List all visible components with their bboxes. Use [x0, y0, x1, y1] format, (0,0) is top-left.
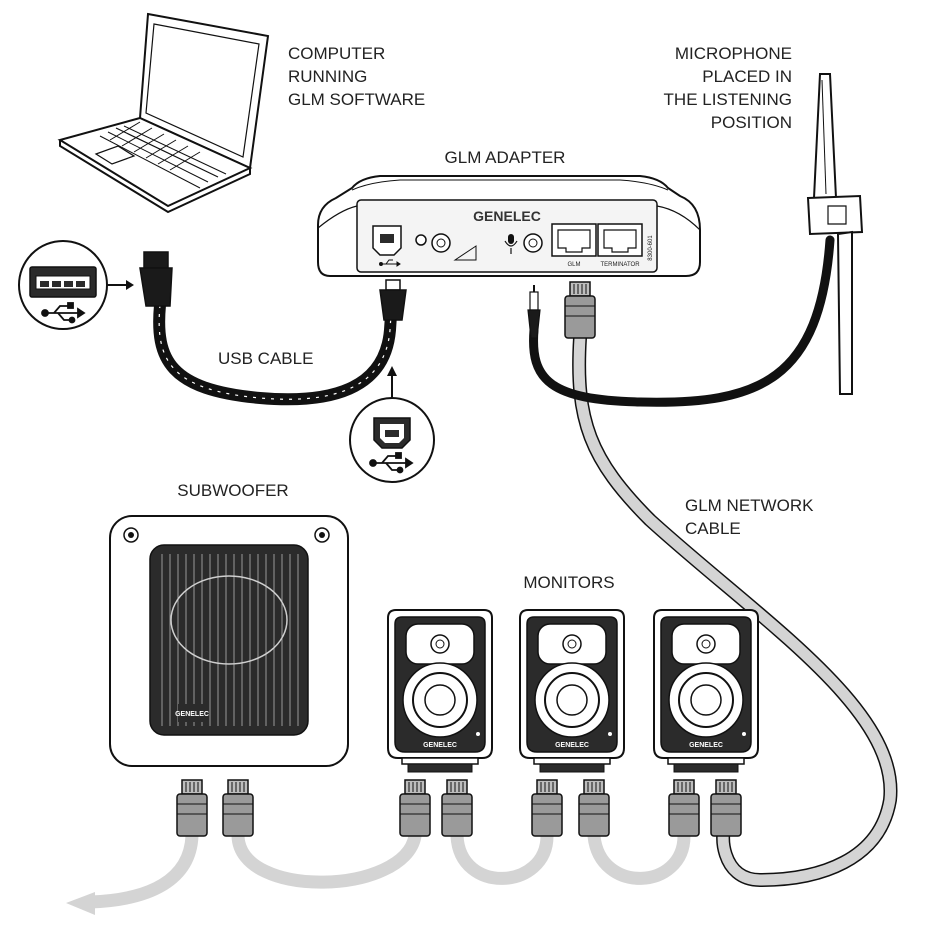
led-indicator: [415, 234, 427, 246]
usb-b-port: [372, 225, 402, 256]
microphone: [806, 73, 864, 395]
subwoofer-plug-2: [222, 779, 254, 837]
monitor-1-brand: GENELEC: [423, 742, 457, 749]
subwoofer-label: SUBWOOFER: [177, 481, 288, 500]
adapter-label: GLM ADAPTER: [445, 148, 566, 167]
usb-cable: [139, 251, 407, 406]
monitor-2: GENELEC: [519, 609, 625, 773]
glm-port-label: GLM: [567, 262, 580, 268]
adapter-brand: GENELEC: [473, 208, 541, 224]
monitor-3-brand: GENELEC: [689, 742, 723, 749]
monitors-label: MONITORS: [523, 573, 614, 592]
glm-adapter: GENELEC GLM TERMINATO: [317, 175, 701, 277]
volume-ramp-icon: [453, 245, 477, 261]
usb-cable-label: USB CABLE: [218, 349, 313, 368]
monitor-1: GENELEC: [387, 609, 493, 773]
microphone-label-line-4: POSITION: [711, 113, 792, 132]
subwoofer: GENELEC: [109, 515, 349, 767]
subwoofer-plug-1: [176, 779, 208, 837]
subwoofer-brand: GENELEC: [175, 711, 209, 718]
microphone-label-line-2: PLACED IN: [702, 67, 792, 86]
computer-label-line-2: RUNNING: [288, 67, 367, 86]
monitor-2-plug-1: [531, 779, 563, 837]
glm-network-cable: [66, 331, 898, 915]
monitor-3-plug-1: [668, 779, 700, 837]
monitor-3-plug-2: [710, 779, 742, 837]
microphone-cable: [527, 235, 835, 407]
adapter-model: 8300-601: [648, 235, 654, 261]
glm-network-plug: [564, 281, 596, 339]
usb-b-port-icon: [349, 366, 435, 483]
microphone-label-line-1: MICROPHONE: [675, 44, 792, 63]
monitor-3: GENELEC: [653, 609, 759, 773]
microphone-label-line-3: THE LISTENING: [664, 90, 792, 109]
usb-a-port-icon: [18, 240, 134, 330]
usb-label-icon: [379, 259, 401, 267]
computer-label-line-3: GLM SOFTWARE: [288, 90, 425, 109]
monitor-1-plug-2: [441, 779, 473, 837]
laptop-icon: [57, 12, 270, 214]
network-cable-label-line-2: CABLE: [685, 519, 741, 538]
microphone-icon: [504, 234, 518, 254]
network-cable-label-line-1: GLM NETWORK: [685, 496, 814, 515]
computer-label-line-1: COMPUTER: [288, 44, 385, 63]
terminator-port-label: TERMINATOR: [600, 262, 640, 268]
monitor-2-brand: GENELEC: [555, 742, 589, 749]
terminator-port: [597, 223, 643, 257]
glm-port: [551, 223, 597, 257]
monitor-1-plug-1: [399, 779, 431, 837]
monitor-2-plug-2: [578, 779, 610, 837]
